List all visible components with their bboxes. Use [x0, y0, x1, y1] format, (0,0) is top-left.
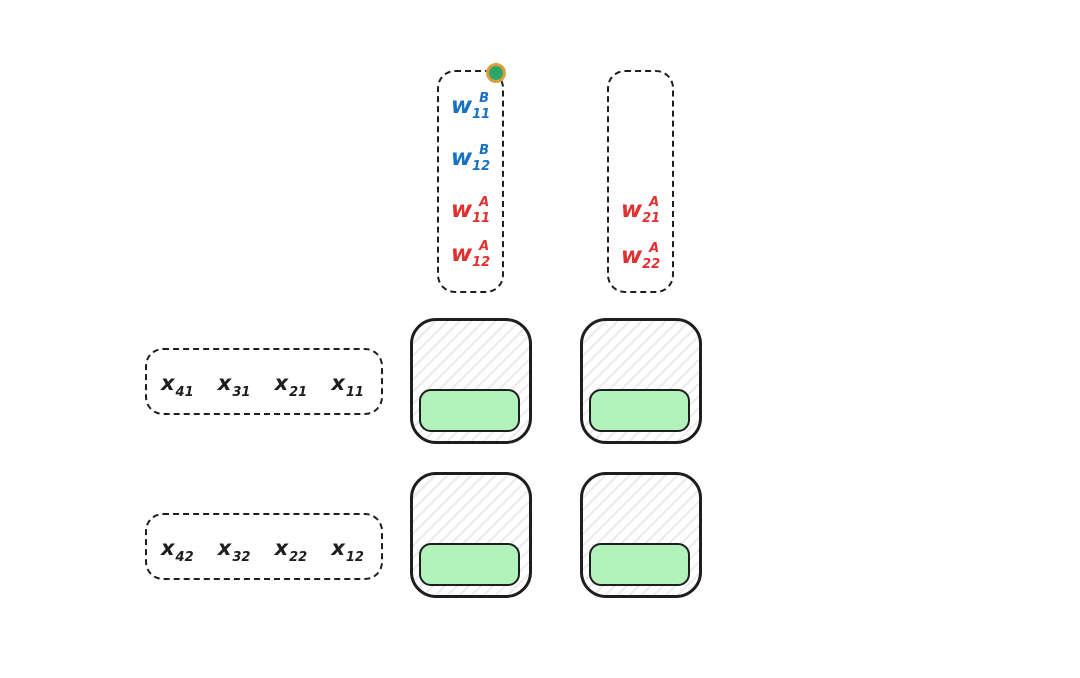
input-base: x — [217, 536, 232, 560]
input-label-x42: x42 — [161, 536, 194, 566]
input-label-x11: x11 — [331, 371, 364, 401]
collaborator-cursor-dot — [486, 63, 506, 83]
weight-label-w22a: w A 22 — [609, 242, 672, 271]
weight-subscript: 12 — [472, 255, 491, 270]
pe-accumulator-r1c2 — [589, 389, 690, 432]
weight-label-w11a: w A 11 — [439, 196, 502, 225]
input-subscript: 42 — [175, 550, 194, 565]
weight-base: w — [450, 241, 472, 267]
pe-accumulator-r2c2 — [589, 543, 690, 586]
weight-label-w11b: w B 11 — [439, 92, 502, 121]
input-row-labels: x41 x31 x21 x11 — [147, 350, 381, 413]
weight-base: w — [620, 197, 642, 223]
pe-cell-r1c1[interactable] — [410, 318, 532, 444]
weight-indices: B 11 — [472, 92, 490, 121]
input-base: x — [331, 536, 345, 560]
weight-fifo-column-2[interactable]: w A 21 w A 22 — [607, 70, 674, 293]
input-base: x — [217, 371, 232, 395]
weight-indices: A 12 — [472, 240, 490, 269]
input-subscript: 41 — [175, 385, 194, 400]
weight-subscript: 21 — [642, 211, 661, 226]
input-label-x12: x12 — [331, 536, 364, 566]
weight-superscript: B — [479, 143, 489, 158]
input-fifo-row-1[interactable]: x41 x31 x21 x11 — [145, 348, 383, 415]
input-row-labels: x42 x32 x22 x12 — [147, 515, 381, 578]
input-subscript: 12 — [345, 550, 364, 565]
weight-base: w — [620, 243, 642, 269]
input-label-x22: x22 — [274, 536, 308, 566]
weight-indices: A 21 — [642, 196, 660, 225]
weight-superscript: A — [649, 241, 660, 256]
input-subscript: 32 — [232, 550, 251, 565]
weight-indices: A 22 — [642, 242, 660, 271]
weight-indices: A 11 — [472, 196, 490, 225]
weight-superscript: A — [649, 195, 660, 210]
input-subscript: 11 — [345, 385, 364, 400]
input-base: x — [161, 536, 175, 560]
pe-accumulator-r2c1 — [419, 543, 520, 586]
input-subscript: 21 — [289, 385, 308, 400]
weight-base: w — [450, 197, 472, 223]
pe-cell-r1c2[interactable] — [580, 318, 702, 444]
input-label-x41: x41 — [161, 371, 194, 401]
pe-accumulator-r1c1 — [419, 389, 520, 432]
input-subscript: 22 — [289, 550, 308, 565]
weight-superscript: A — [479, 239, 490, 254]
input-base: x — [161, 371, 175, 395]
weight-base: w — [450, 145, 472, 171]
weight-superscript: A — [479, 195, 490, 210]
weight-fifo-column-1[interactable]: w B 11 w B 12 w A 11 w A 12 — [437, 70, 504, 293]
input-fifo-row-2[interactable]: x42 x32 x22 x12 — [145, 513, 383, 580]
weight-subscript: 12 — [472, 159, 491, 174]
input-label-x21: x21 — [274, 371, 308, 401]
weight-indices: B 12 — [472, 144, 490, 173]
weight-label-w12a: w A 12 — [439, 240, 502, 269]
weight-label-w12b: w B 12 — [439, 144, 502, 173]
pe-cell-r2c2[interactable] — [580, 472, 702, 598]
weight-subscript: 11 — [472, 211, 491, 226]
input-label-x32: x32 — [217, 536, 251, 566]
input-base: x — [331, 371, 345, 395]
input-subscript: 31 — [232, 385, 251, 400]
weight-subscript: 22 — [642, 257, 661, 272]
pe-cell-r2c1[interactable] — [410, 472, 532, 598]
weight-superscript: B — [479, 91, 489, 106]
weight-label-w21a: w A 21 — [609, 196, 672, 225]
weight-subscript: 11 — [472, 107, 491, 122]
input-base: x — [274, 371, 289, 395]
input-base: x — [274, 536, 289, 560]
input-label-x31: x31 — [217, 371, 251, 401]
weight-base: w — [450, 93, 472, 119]
